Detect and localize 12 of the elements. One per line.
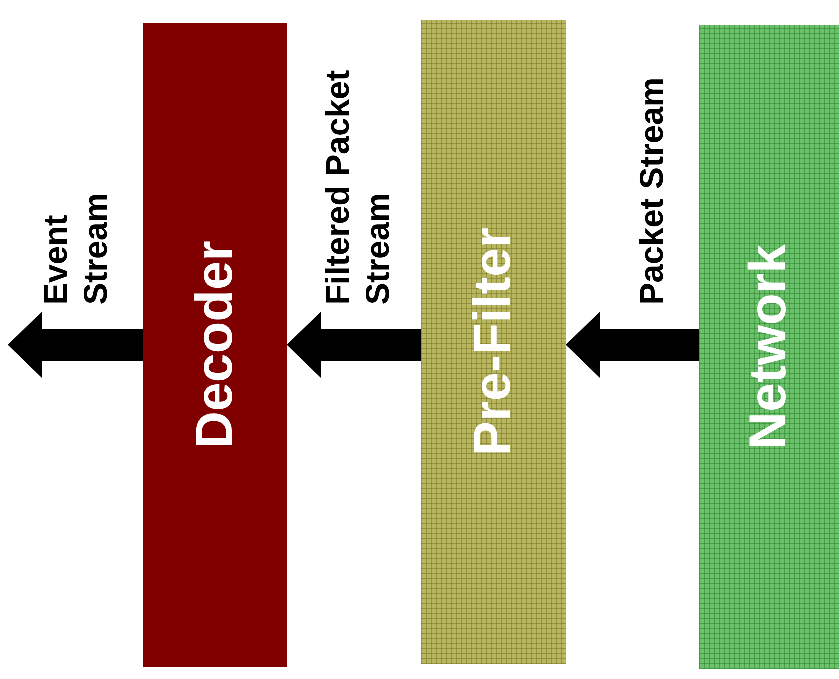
box-label: Decoder [185,240,245,450]
edge-label: Packet Stream [632,76,671,305]
arrow [566,312,699,378]
process-box [699,25,839,669]
arrow [8,312,143,378]
process-box [143,23,287,667]
edge-label: Event Stream [36,192,115,305]
process-box [421,20,566,664]
box-label: Network [739,244,799,450]
arrow [287,312,421,378]
box-label: Pre-Filter [464,228,524,456]
edge-label: Filtered Packet Stream [318,69,397,305]
